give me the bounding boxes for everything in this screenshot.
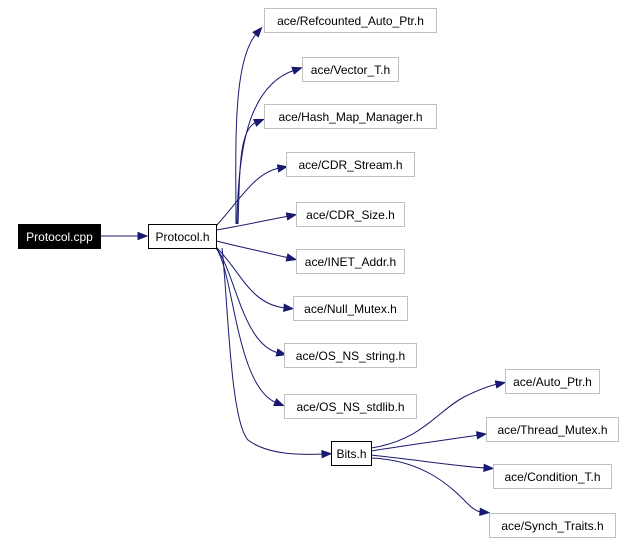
node-box — [148, 224, 217, 249]
edge-arrowhead — [253, 118, 265, 127]
edge-protocol_h-to-inet_addr — [215, 240, 298, 262]
node-cdr-stream: ace/CDR_Stream.h — [286, 152, 415, 177]
edge-line — [221, 247, 325, 455]
node-label: ace/Thread_Mutex.h — [497, 423, 607, 437]
node-box — [264, 104, 437, 129]
edge-arrowhead — [283, 303, 295, 312]
edge-protocol_h-to-cdr_size — [215, 212, 298, 231]
edge-line — [370, 434, 480, 452]
node-label: ace/OS_NS_stdlib.h — [296, 400, 404, 414]
node-condition-t: ace/Condition_T.h — [493, 464, 612, 489]
node-synch-traits: ace/Synch_Traits.h — [489, 513, 616, 538]
edge-protocol_h-to-hash_map_manager — [237, 118, 265, 225]
edge-line — [235, 32, 258, 225]
node-label: ace/Condition_T.h — [504, 470, 600, 484]
edge-protocol_h-to-cdr_stream — [215, 164, 289, 227]
edge-bits_h-to-condition_t — [370, 454, 495, 473]
node-label: Bits.h — [336, 447, 366, 461]
node-label: ace/INET_Addr.h — [305, 255, 396, 269]
node-inet-addr: ace/INET_Addr.h — [296, 249, 405, 274]
edge-line — [215, 247, 280, 354]
edge-arrowhead — [276, 164, 289, 173]
node-label: Protocol.h — [155, 230, 209, 244]
edge-arrowhead — [285, 212, 298, 221]
node-null-mutex: ace/Null_Mutex.h — [293, 296, 408, 321]
node-label: ace/Synch_Traits.h — [501, 519, 603, 533]
edge-bits_h-to-auto_ptr — [370, 380, 507, 449]
edge-protocol_h-to-bits_h — [221, 247, 333, 459]
edge-protocol_cpp-to-protocol_h — [100, 231, 149, 241]
node-label: ace/Vector_T.h — [311, 63, 390, 77]
node-os-ns-stdlib: ace/OS_NS_stdlib.h — [284, 394, 417, 419]
node-box — [18, 224, 101, 249]
edge-bits_h-to-thread_mutex — [370, 431, 488, 452]
edge-arrowhead — [321, 449, 333, 459]
edge-line — [215, 215, 290, 231]
node-label: ace/OS_NS_string.h — [296, 349, 405, 363]
node-label: Protocol.cpp — [26, 230, 93, 244]
edge-arrowhead — [479, 507, 491, 516]
edge-protocol_h-to-os_ns_string — [215, 247, 288, 357]
edge-line — [215, 247, 278, 404]
node-box — [489, 513, 616, 538]
edge-line — [370, 457, 483, 513]
edge-arrowhead — [275, 348, 288, 357]
edge-arrowhead — [252, 26, 263, 38]
node-hash-map-manager: ace/Hash_Map_Manager.h — [264, 104, 437, 129]
edge-arrowhead — [285, 253, 298, 262]
graph-edges — [100, 26, 507, 516]
edge-arrowhead — [291, 66, 303, 75]
node-label: ace/Refcounted_Auto_Ptr.h — [277, 14, 424, 28]
node-box — [493, 464, 612, 489]
node-box — [302, 57, 399, 82]
edge-line — [370, 454, 487, 469]
edge-protocol_h-to-vector_t — [236, 66, 303, 225]
edge-arrowhead — [273, 398, 285, 407]
node-vector-t: ace/Vector_T.h — [302, 57, 399, 82]
edge-bits_h-to-synch_traits — [370, 457, 491, 516]
edge-line — [236, 69, 296, 225]
node-box — [296, 202, 405, 227]
edge-protocol_h-to-os_ns_stdlib — [215, 247, 285, 407]
node-label: ace/Hash_Map_Manager.h — [278, 110, 422, 124]
node-label: ace/CDR_Stream.h — [298, 158, 402, 172]
edge-arrowhead — [475, 431, 488, 440]
node-bits-h[interactable]: Bits.h — [331, 441, 372, 466]
node-cdr-size: ace/CDR_Size.h — [296, 202, 405, 227]
node-box — [296, 249, 405, 274]
node-os-ns-string: ace/OS_NS_string.h — [284, 343, 417, 368]
edge-arrowhead — [483, 463, 495, 473]
node-protocol-cpp[interactable]: Protocol.cpp — [18, 224, 101, 249]
node-box — [293, 296, 408, 321]
node-protocol-h[interactable]: Protocol.h — [148, 224, 217, 249]
node-label: ace/Null_Mutex.h — [304, 302, 397, 316]
node-box — [331, 441, 372, 466]
node-box — [486, 417, 619, 442]
edge-arrowhead — [494, 380, 507, 389]
node-refcounted-auto-ptr: ace/Refcounted_Auto_Ptr.h — [264, 8, 437, 33]
edge-line — [237, 121, 258, 225]
node-thread-mutex: ace/Thread_Mutex.h — [486, 417, 619, 442]
edge-arrowhead — [137, 231, 149, 241]
node-box — [284, 343, 417, 368]
edge-line — [215, 167, 281, 227]
edge-protocol_h-to-refcounted_auto_ptr — [235, 26, 263, 225]
node-box — [505, 369, 600, 394]
node-box — [264, 8, 437, 33]
node-label: ace/Auto_Ptr.h — [513, 375, 592, 389]
node-auto-ptr: ace/Auto_Ptr.h — [505, 369, 600, 394]
edge-line — [370, 383, 499, 449]
edge-line — [215, 240, 290, 259]
node-label: ace/CDR_Size.h — [306, 208, 395, 222]
node-box — [284, 394, 417, 419]
node-box — [286, 152, 415, 177]
